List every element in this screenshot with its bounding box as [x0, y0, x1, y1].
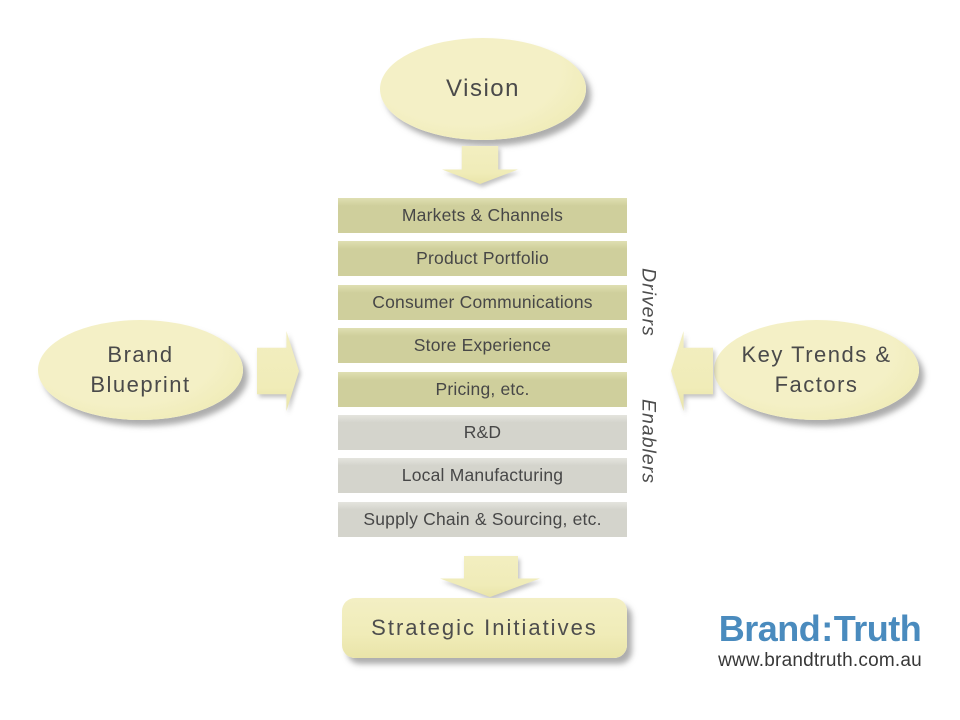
- bar-store-experience: Store Experience: [338, 328, 627, 364]
- bar-markets-channels: Markets & Channels: [338, 198, 627, 233]
- enablers-group-label: Enablers: [637, 398, 660, 484]
- brand-blueprint-ellipse: Brand Blueprint: [38, 320, 243, 420]
- bar-supply-chain: Supply Chain & Sourcing, etc.: [338, 501, 627, 537]
- key-trends-line2: Factors: [774, 372, 859, 397]
- arrow-levers-to-initiatives: [440, 556, 540, 597]
- bar-label: Consumer Communications: [372, 291, 593, 312]
- bar-product-portfolio: Product Portfolio: [338, 241, 627, 277]
- drivers-group-label: Drivers: [637, 268, 660, 337]
- down-arrow-icon: [442, 146, 518, 184]
- website-url: www.brandtruth.com.au: [718, 650, 922, 672]
- logo-colon-icon: :: [821, 608, 833, 649]
- bar-label: R&D: [463, 421, 502, 442]
- left-arrow-icon: [671, 331, 713, 411]
- bar-label: Markets & Channels: [401, 205, 564, 225]
- bar-label: Pricing, etc.: [435, 378, 530, 399]
- bar-rnd: R&D: [338, 414, 627, 450]
- arrow-blueprint-to-levers: [257, 331, 299, 411]
- logo-truth-text: Truth: [833, 608, 922, 649]
- bar-label: Product Portfolio: [416, 248, 549, 269]
- bar-label: Local Manufacturing: [401, 465, 564, 486]
- bar-pricing: Pricing, etc.: [338, 371, 627, 407]
- strategic-initiatives-label: Strategic Initiatives: [371, 615, 598, 640]
- arrow-vision-to-levers: [442, 146, 518, 184]
- logo-brand-text: Brand: [718, 608, 821, 649]
- bar-local-manufacturing: Local Manufacturing: [338, 458, 627, 494]
- bar-label: Store Experience: [413, 335, 552, 356]
- levers-stack: Markets & Channels Product Portfolio Con…: [338, 198, 627, 537]
- strategic-initiatives-box: Strategic Initiatives: [342, 598, 627, 658]
- key-trends-ellipse: Key Trends & Factors: [714, 320, 919, 420]
- vision-ellipse: Vision: [380, 38, 586, 140]
- right-arrow-icon: [257, 331, 299, 411]
- key-trends-line1: Key Trends &: [741, 342, 892, 368]
- footer-branding: Brand:Truth www.brandtruth.com.au: [700, 608, 940, 672]
- vision-label: Vision: [446, 75, 520, 102]
- down-arrow-icon: [440, 556, 540, 597]
- arrow-trends-to-levers: [671, 331, 713, 411]
- brand-blueprint-line1: Brand: [107, 342, 174, 368]
- brand-blueprint-line2: Blueprint: [90, 372, 191, 397]
- bar-label: Supply Chain & Sourcing, etc.: [363, 508, 602, 529]
- bar-consumer-communications: Consumer Communications: [338, 284, 627, 320]
- brandtruth-logo: Brand:Truth: [700, 608, 940, 649]
